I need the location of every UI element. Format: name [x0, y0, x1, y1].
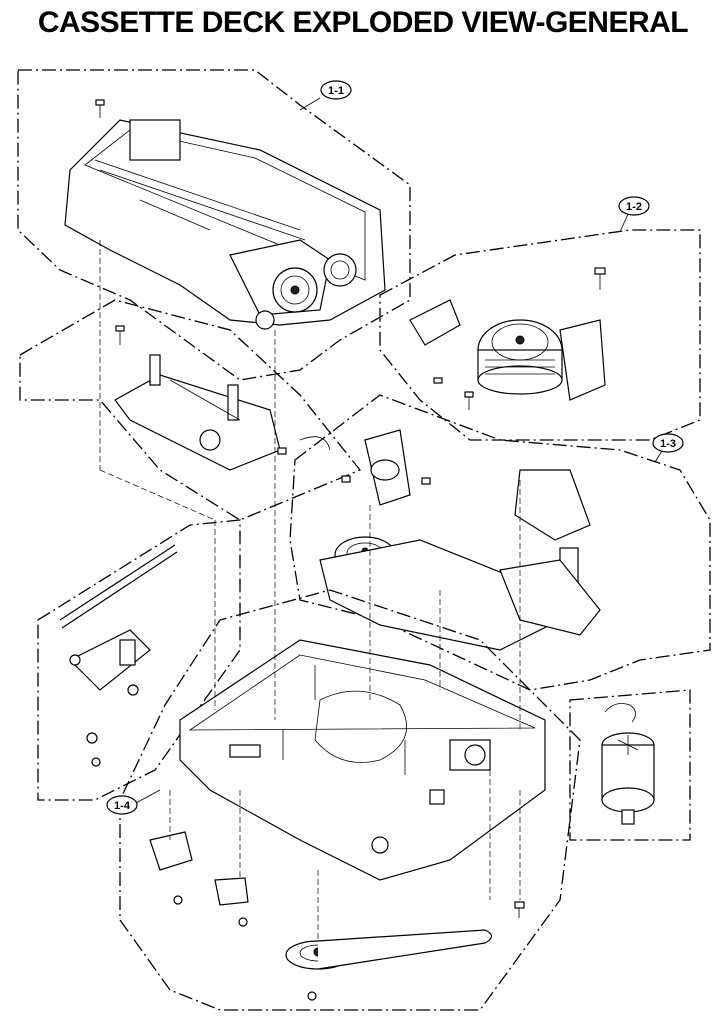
- callout-1-2: 1-2: [618, 196, 650, 233]
- group-1-3: [289, 394, 711, 691]
- bracket-plate: [409, 299, 461, 346]
- lever-assembly: [19, 299, 362, 521]
- tension-arm-assembly: [514, 469, 591, 541]
- arm-bracket: [68, 629, 151, 691]
- base-plate: [179, 639, 546, 881]
- callout-1-1: 1-1: [299, 80, 352, 111]
- group-1-2-boundary: [379, 229, 701, 441]
- callout-1-4-label: 1-4: [114, 800, 131, 812]
- capstan-motor: [569, 689, 691, 841]
- group-1-4: [119, 589, 581, 1011]
- callout-1-3-label: 1-3: [660, 438, 676, 450]
- group-1-2: [379, 229, 701, 441]
- page-title: CASSETTE DECK EXPLODED VIEW-GENERAL: [37, 6, 689, 39]
- lever-assembly-boundary: [19, 299, 362, 521]
- drive-belt: [317, 929, 493, 970]
- leader-lines: [99, 240, 521, 940]
- pinch-roller-post: [149, 354, 161, 386]
- callout-1-4: 1-4: [106, 789, 161, 815]
- callout-1-3: 1-3: [652, 433, 684, 463]
- group-1-3-boundary: [289, 394, 711, 691]
- callout-1-2-label: 1-2: [626, 201, 642, 213]
- gear-right: [323, 253, 357, 287]
- group-1-1: [17, 69, 411, 381]
- capstan-motor-boundary: [569, 689, 691, 841]
- callout-1-1-label: 1-1: [328, 85, 344, 97]
- bracket-small-right: [214, 877, 249, 906]
- bracket-small-left: [149, 831, 193, 871]
- group-1-1-boundary: [17, 69, 411, 381]
